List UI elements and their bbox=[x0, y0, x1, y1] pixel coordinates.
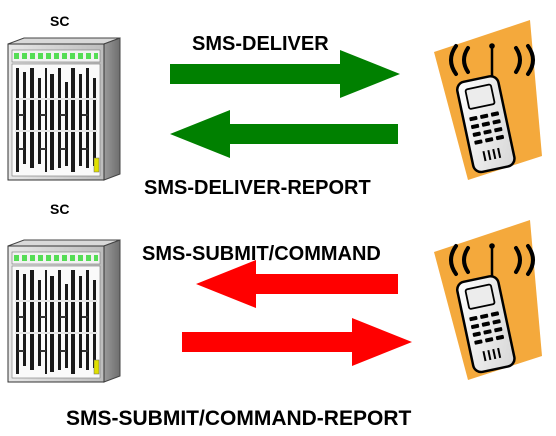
mobile-phone-icon bbox=[432, 18, 544, 182]
mobile-station-2 bbox=[432, 218, 544, 382]
sms-deliver-arrow bbox=[170, 50, 400, 98]
server-rack-icon bbox=[7, 239, 121, 383]
mobile-phone-icon bbox=[432, 218, 544, 382]
arrow-right-icon bbox=[182, 318, 412, 366]
sms-submit-command-report-label: SMS-SUBMIT/COMMAND-REPORT bbox=[66, 407, 412, 430]
sms-deliver-report-label: SMS-DELIVER-REPORT bbox=[144, 177, 371, 199]
sms-submit-command-report-arrow bbox=[182, 318, 412, 366]
sms-submit-command-arrow bbox=[196, 260, 398, 308]
service-centre-label-2: SC bbox=[50, 201, 70, 217]
service-centre-1 bbox=[7, 37, 121, 181]
mobile-station-1 bbox=[432, 18, 544, 182]
sms-submit-command-label: SMS-SUBMIT/COMMAND bbox=[142, 243, 381, 265]
arrow-left-icon bbox=[170, 110, 398, 158]
server-rack-icon bbox=[7, 37, 121, 181]
sms-deliver-report-arrow bbox=[170, 110, 398, 158]
service-centre-2 bbox=[7, 239, 121, 383]
service-centre-label-1: SC bbox=[50, 13, 70, 29]
sms-deliver-label: SMS-DELIVER bbox=[192, 33, 329, 55]
arrow-right-icon bbox=[170, 50, 400, 98]
arrow-left-icon bbox=[196, 260, 398, 308]
